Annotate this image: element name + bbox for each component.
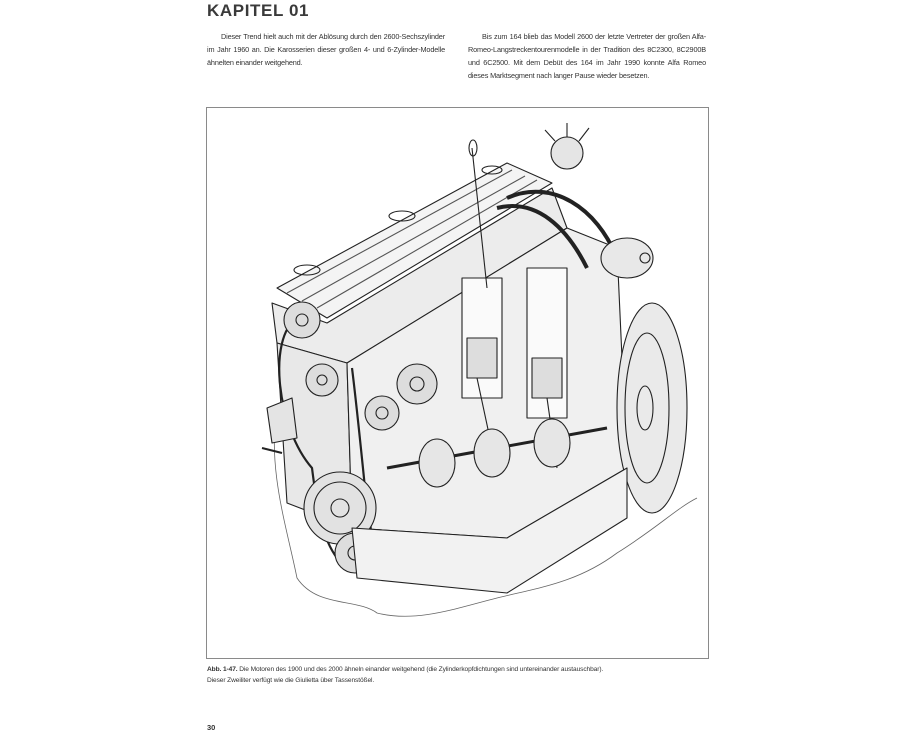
caption-line-2: Dieser Zweiliter verfügt wie die Giuliet…: [207, 677, 375, 684]
right-text-column: Bis zum 164 blieb das Modell 2600 der le…: [468, 30, 706, 82]
figure-label: Abb. 1-47.: [207, 666, 238, 673]
left-paragraph: Dieser Trend hielt auch mit der Ablösung…: [207, 32, 445, 67]
engine-illustration: [206, 107, 709, 659]
chapter-heading: KAPITEL 01: [207, 1, 310, 20]
caption-line-1: Die Motoren des 1900 und des 2000 ähneln…: [237, 666, 604, 673]
page-number: 30: [207, 723, 216, 732]
engine-cutaway-drawing: [261, 123, 698, 617]
right-paragraph: Bis zum 164 blieb das Modell 2600 der le…: [468, 32, 706, 80]
figure-caption: Abb. 1-47. Die Motoren des 1900 und des …: [207, 664, 707, 686]
left-text-column: Dieser Trend hielt auch mit der Ablösung…: [207, 30, 445, 69]
